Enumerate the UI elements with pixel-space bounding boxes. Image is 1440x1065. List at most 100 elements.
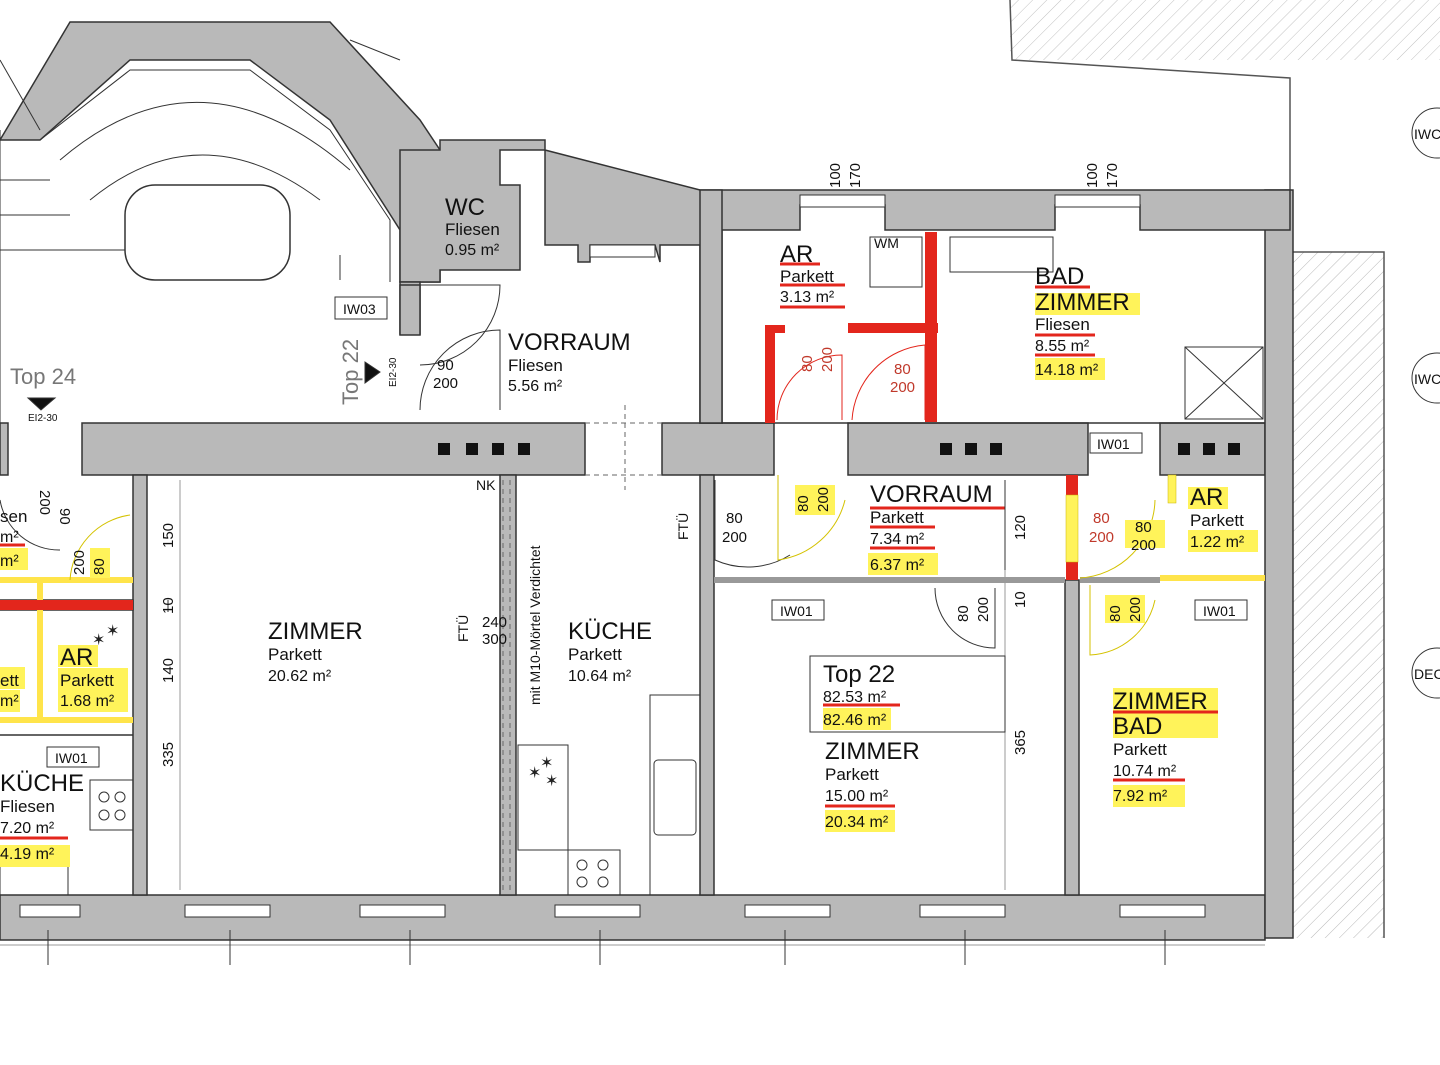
iwc-callout-1 — [1411, 107, 1440, 159]
zimmer1-floor: Parkett — [268, 645, 322, 664]
dim-ar1-200: 200 — [819, 347, 836, 372]
zimmer2-area2: 20.34 m² — [825, 814, 889, 831]
left-partial-b-floor: ett — [0, 671, 19, 690]
dim-vr-80: 80 — [726, 510, 743, 527]
wc-area: 0.95 m² — [445, 242, 500, 259]
dim-d200l: 200 — [36, 490, 53, 515]
zimmerbad-floor: Parkett — [1113, 740, 1167, 759]
vorraum2-floor: Parkett — [870, 508, 924, 527]
top22-box-area2: 82.46 m² — [823, 712, 887, 729]
highlights — [0, 293, 1258, 867]
cooktop-icon-e: ✶ — [106, 621, 119, 640]
dim-vr-200b: 200 — [815, 487, 832, 512]
wc-floor: Fliesen — [445, 220, 500, 239]
iw01-tag-c: IW01 — [1203, 603, 1236, 619]
dim-d200l2: 200 — [71, 550, 88, 575]
fixtures — [0, 107, 1440, 896]
staircase — [0, 21, 441, 470]
cooktop-icon-d: ✶ — [92, 630, 105, 649]
iw03-tag: IW03 — [343, 301, 376, 317]
dimension-ticks — [0, 480, 1265, 965]
zimmer2-area: 15.00 m² — [825, 788, 889, 805]
left-partial-area: m² — [0, 529, 19, 546]
dim-w100b: 100 — [1084, 163, 1101, 188]
zimmer1-area: 20.62 m² — [268, 668, 332, 685]
dim-w170a: 170 — [847, 163, 864, 188]
bad-floor: Fliesen — [1035, 315, 1090, 334]
left-partial-area2: m² — [0, 553, 19, 570]
zimmerbad-name1: ZIMMER — [1113, 688, 1208, 715]
ar-left-name: AR — [60, 644, 93, 671]
dim-v10b: 10 — [1012, 591, 1029, 608]
iw01-tag-b: IW01 — [1097, 436, 1130, 452]
dim-w100a: 100 — [827, 163, 844, 188]
iw01-tag-box-b — [1089, 432, 1143, 454]
ftu-label-a: FTÜ — [674, 513, 691, 540]
dim-ar2-80: 80 — [1093, 510, 1110, 527]
site-boundary — [1009, 0, 1440, 938]
iwc-callout-2 — [1411, 352, 1440, 404]
dim-vr-200: 200 — [722, 529, 747, 546]
dim-v10: 10 — [160, 597, 177, 614]
vorraum1-name: VORRAUM — [508, 329, 631, 356]
wall-note: mit M10-Mörtel Verdichtet — [527, 545, 543, 705]
stove-left-icon — [89, 779, 134, 831]
dec-callout — [1411, 647, 1440, 699]
dim-v150: 150 — [160, 523, 177, 548]
dim-bad-200: 200 — [890, 379, 915, 396]
iw01-tag-box-c — [1194, 599, 1248, 621]
iw03-tag-box — [334, 296, 388, 320]
kueche1-name: KÜCHE — [568, 618, 652, 645]
zimmer2-floor: Parkett — [825, 765, 879, 784]
iw01-tag-d: IW01 — [55, 750, 88, 766]
nk-label: NK — [476, 477, 496, 493]
doors — [0, 284, 1156, 656]
top22-box-area1: 82.53 m² — [823, 689, 887, 706]
shower-icon — [1184, 346, 1264, 420]
kueche-left-area: 7.20 m² — [0, 820, 55, 837]
ar1-name: AR — [780, 241, 813, 268]
dim-bad-80: 80 — [894, 361, 911, 378]
iwc-tag-1: IWC — [1414, 126, 1440, 142]
bad-name1: BAD — [1035, 263, 1084, 290]
kueche-left-floor: Fliesen — [0, 797, 55, 816]
dim-v365: 365 — [1012, 730, 1029, 755]
stove-icon — [567, 849, 621, 896]
dim-d90l: 90 — [56, 508, 73, 525]
left-partial-floor: sen — [0, 507, 27, 526]
dim-d80l: 80 — [91, 558, 108, 575]
cooktop-icon-a: ✶ — [528, 763, 541, 782]
dim-z2-200: 200 — [975, 597, 992, 622]
dim-v120: 120 — [1012, 515, 1029, 540]
vorraum2-name: VORRAUM — [870, 481, 993, 508]
bad-area2: 14.18 m² — [1035, 362, 1099, 379]
top22-box-title: Top 22 — [823, 661, 895, 688]
zimmerbad-area2: 7.92 m² — [1113, 788, 1168, 805]
top24-label: Top 24 — [10, 364, 76, 389]
iw01-tag-box-a — [771, 599, 825, 621]
ar2-floor: Parkett — [1190, 511, 1244, 530]
cooktop-icon-b: ✶ — [540, 753, 553, 772]
underlines — [0, 262, 1218, 840]
kueche1-area: 10.64 m² — [568, 668, 632, 685]
chimneys — [438, 443, 1240, 455]
dim-d200: 200 — [433, 375, 458, 392]
ar-left-floor: Parkett — [60, 671, 114, 690]
ar-left-area: 1.68 m² — [60, 693, 115, 710]
dim-zb-200: 200 — [1127, 597, 1144, 622]
new-walls — [0, 232, 1078, 610]
zimmerbad-area: 10.74 m² — [1113, 763, 1177, 780]
vorraum2-area2: 6.37 m² — [870, 557, 925, 574]
top24-arrow-icon — [26, 397, 57, 411]
ar2-area: 1.22 m² — [1190, 534, 1245, 551]
labels: WC Fliesen 0.95 m² VORRAUM Fliesen 5.56 … — [0, 126, 1440, 863]
zimmerbad-name2: BAD — [1113, 713, 1162, 740]
dim-v140: 140 — [160, 658, 177, 683]
dim-vr-80b: 80 — [795, 495, 812, 512]
dim-ar1-80: 80 — [799, 355, 816, 372]
bad-name2: ZIMMER — [1035, 289, 1130, 316]
bathtub-icon — [949, 236, 1054, 273]
vorraum1-floor: Fliesen — [508, 356, 563, 375]
wc-name: WC — [445, 194, 485, 221]
